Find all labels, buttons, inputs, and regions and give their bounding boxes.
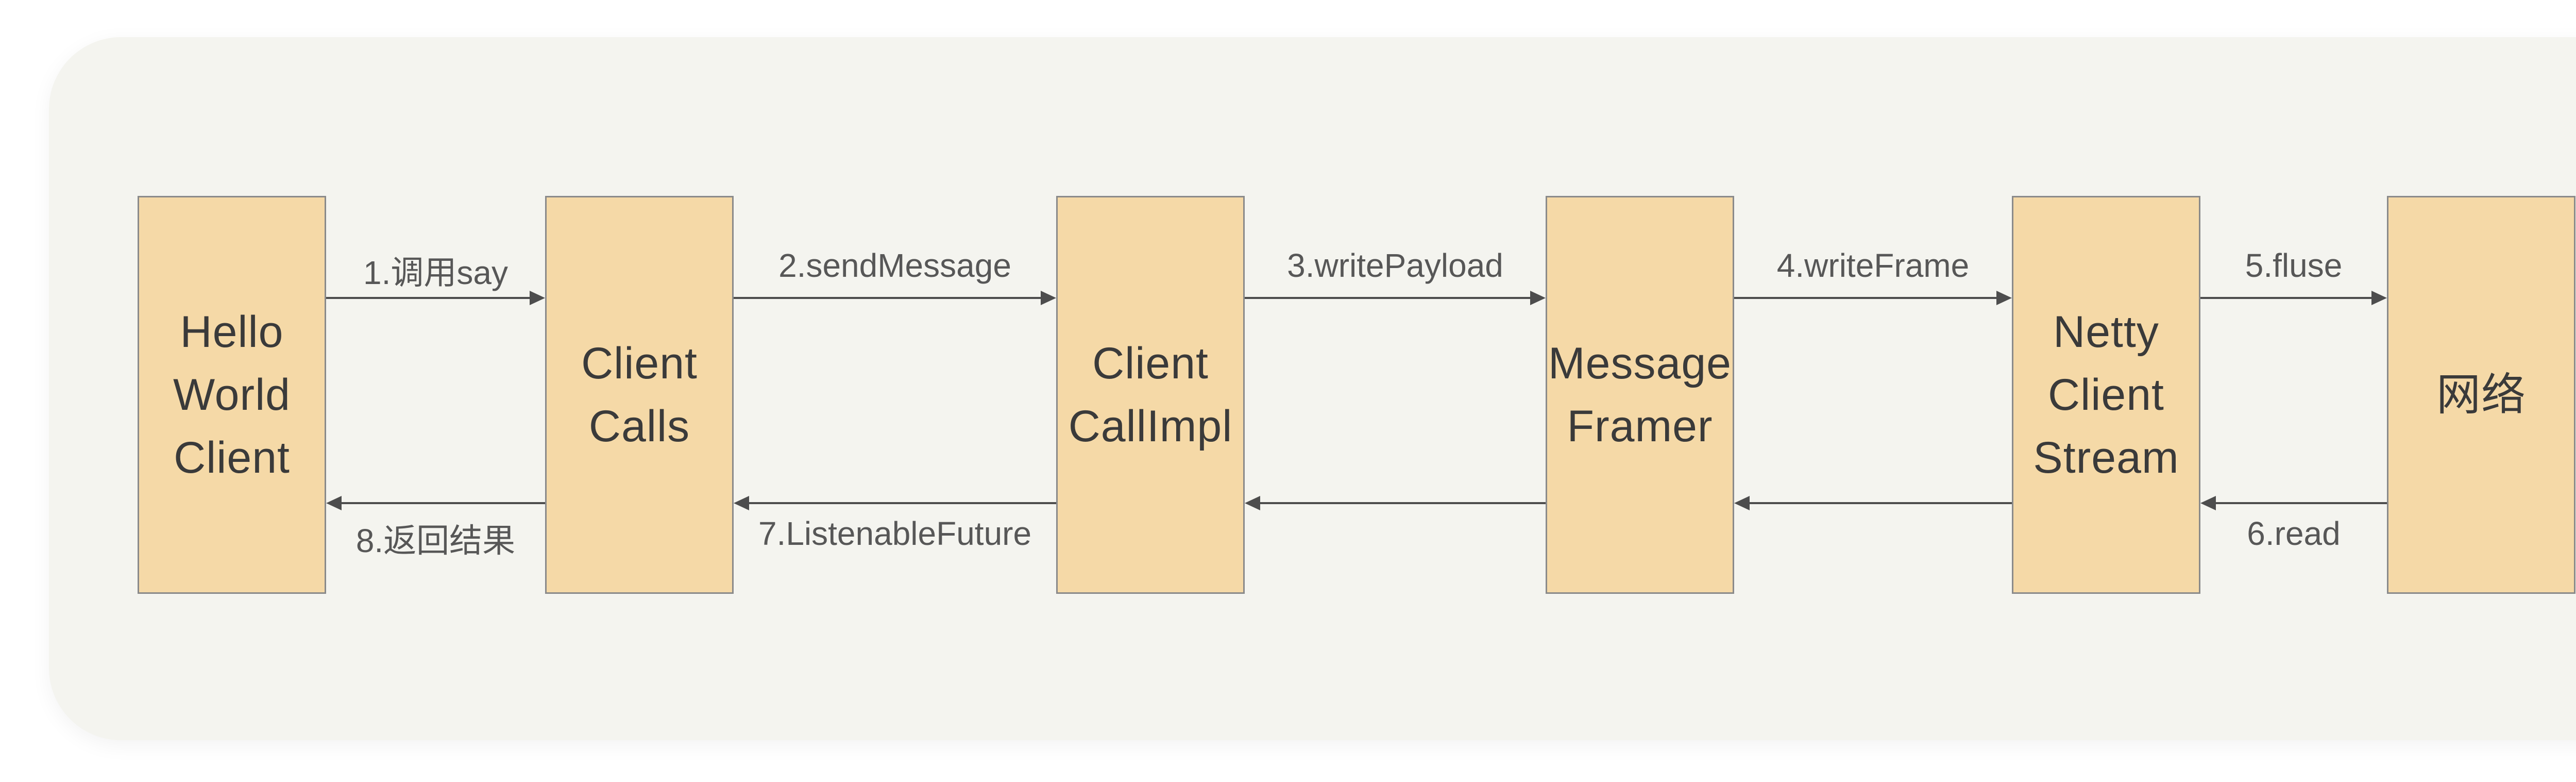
node-netty-client-stream: Netty Client Stream: [2012, 196, 2200, 594]
edge-label-forward-0: 1.调用say: [363, 254, 508, 291]
edge-return-line-1: [1748, 502, 2012, 504]
arrowhead-left-icon-2: [1245, 496, 1260, 510]
edge-forward-line-4: [2200, 297, 2374, 299]
edge-label-forward-2: 3.writePayload: [1287, 247, 1503, 284]
node-label-client-callimpl: Client CallImpl: [1068, 338, 1233, 451]
node-label-client-calls: Client Calls: [581, 338, 698, 451]
edge-return-line-3: [747, 502, 1056, 504]
edge-forward-line-1: [734, 297, 1043, 299]
edge-label-return-3: 7.ListenableFuture: [758, 515, 1032, 552]
node-network: 网络: [2387, 196, 2575, 594]
node-message-framer: Message Framer: [1546, 196, 1734, 594]
edge-label-forward-1: 2.sendMessage: [778, 247, 1011, 284]
arrowhead-right-icon-0: [530, 291, 545, 305]
arrowhead-left-icon-4: [326, 496, 342, 510]
edge-label-return-0: 6.read: [2247, 515, 2341, 552]
arrowhead-left-icon-0: [2200, 496, 2216, 510]
node-label-network: 网络: [2436, 370, 2526, 420]
node-client-callimpl: Client CallImpl: [1056, 196, 1245, 594]
arrowhead-right-icon-1: [1041, 291, 1056, 305]
node-label-netty-client-stream: Netty Client Stream: [2033, 307, 2179, 483]
node-client-calls: Client Calls: [545, 196, 734, 594]
edge-forward-line-2: [1245, 297, 1532, 299]
edge-label-return-4: 8.返回结果: [355, 522, 516, 559]
arrowhead-left-icon-3: [734, 496, 749, 510]
edge-label-forward-4: 5.fluse: [2245, 247, 2343, 284]
node-label-hello-world-client: Hello World Client: [173, 307, 291, 483]
node-label-message-framer: Message Framer: [1548, 338, 1732, 451]
arrowhead-left-icon-1: [1734, 496, 1750, 510]
arrowhead-right-icon-3: [1996, 291, 2012, 305]
edge-return-line-4: [340, 502, 545, 504]
edge-return-line-0: [2214, 502, 2387, 504]
edge-forward-line-0: [326, 297, 532, 299]
edge-return-line-2: [1258, 502, 1546, 504]
arrowhead-right-icon-4: [2371, 291, 2387, 305]
edge-forward-line-3: [1734, 297, 1998, 299]
node-hello-world-client: Hello World Client: [138, 196, 326, 594]
arrowhead-right-icon-2: [1530, 291, 1546, 305]
edge-label-forward-3: 4.writeFrame: [1776, 247, 1970, 284]
